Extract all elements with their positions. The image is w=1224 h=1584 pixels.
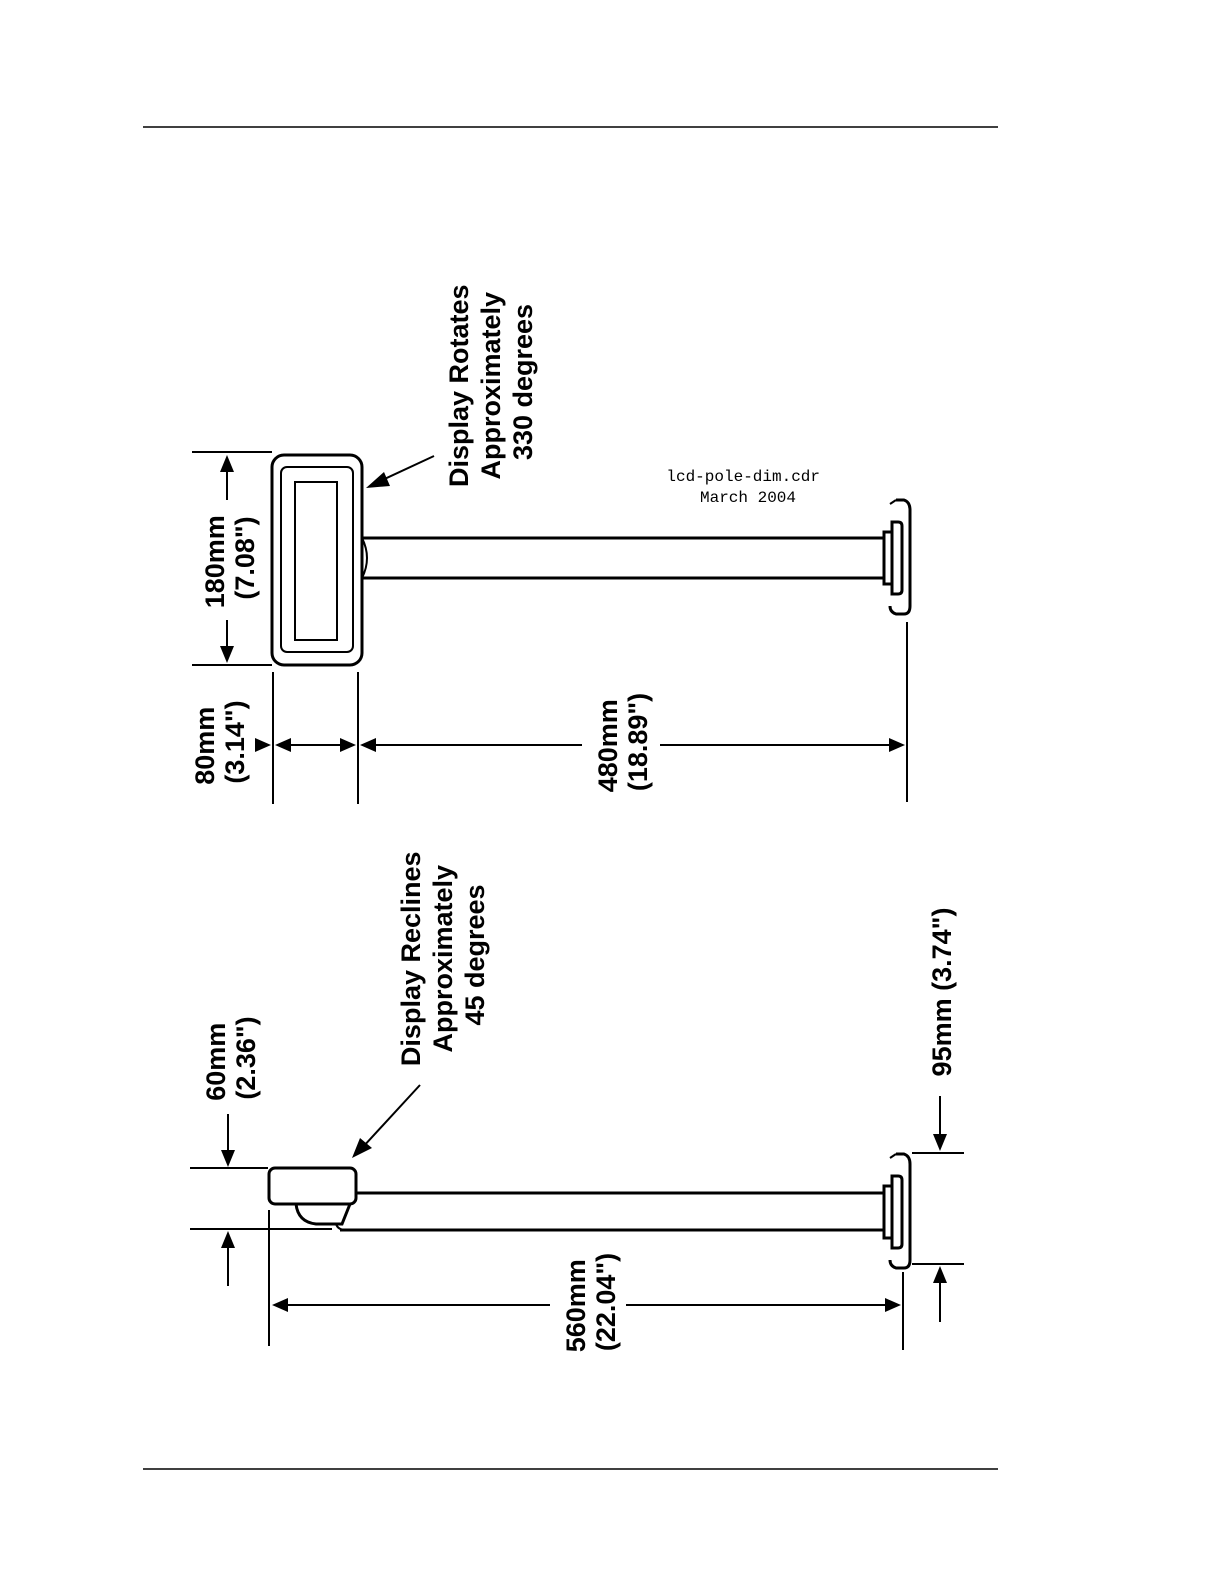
rotate-note-line-1: Display Rotates <box>444 284 474 487</box>
dim-560-mm: 560mm <box>561 1259 591 1352</box>
dim-80-mm: 80mm <box>190 707 220 785</box>
dim-480-arrow-left <box>360 738 376 752</box>
dim-60-arrow-bottom <box>221 1231 235 1248</box>
dim-480-label: 480mm (18.89") <box>593 692 653 793</box>
dim-480-arrow-right <box>889 738 905 752</box>
dim-80-arrow-outer <box>255 738 271 752</box>
dim-480-in: (18.89") <box>623 693 653 791</box>
front-base-foot-line <box>890 500 896 504</box>
rotate-leader-arrow <box>366 472 390 488</box>
recline-note-line-2: Approximately <box>428 865 458 1053</box>
side-base-foot-line <box>890 1154 896 1158</box>
dim-95-arrow-bottom <box>933 1266 947 1283</box>
dim-560-arrow-right <box>885 1298 901 1312</box>
dim-95-arrow-top <box>933 1134 947 1151</box>
dim-60-label: 60mm (2.36") <box>201 1015 261 1101</box>
dim-60-in: (2.36") <box>231 1016 261 1099</box>
side-display-housing <box>269 1168 356 1204</box>
dim-60-arrow-top <box>221 1150 235 1167</box>
recline-leader <box>362 1085 420 1148</box>
front-display-housing <box>272 455 362 665</box>
front-view: 180mm (7.08") 80mm (3.14") 480mm (18.89"… <box>190 277 910 804</box>
dim-180-mm: 180mm <box>200 515 230 608</box>
file-note: lcd-pole-dim.cdr March 2004 <box>666 468 829 507</box>
dim-560-in: (22.04") <box>591 1253 621 1351</box>
front-display-bezel <box>281 467 353 652</box>
dim-80-in: (3.14") <box>220 700 250 783</box>
dim-180-label: 180mm (7.08") <box>200 508 260 609</box>
dim-60-mm: 60mm <box>201 1023 231 1101</box>
front-display-screen <box>295 482 337 640</box>
dim-80-arrow-left <box>275 738 291 752</box>
dim-180-in: (7.08") <box>230 516 260 599</box>
side-base-hub <box>892 1176 902 1248</box>
rotate-note-line-2: Approximately <box>476 292 506 480</box>
side-view: 60mm (2.36") Display Reclines Approximat… <box>190 844 964 1352</box>
dim-80-label: 80mm (3.14") <box>190 699 250 785</box>
dim-95-label: 95mm (3.74") <box>927 908 957 1077</box>
side-display-mount <box>296 1204 350 1224</box>
rotate-note: Display Rotates Approximately 330 degree… <box>444 277 538 487</box>
recline-note: Display Reclines Approximately 45 degree… <box>396 844 490 1066</box>
dim-80-arrow-right <box>340 738 356 752</box>
front-base-hub <box>892 522 902 594</box>
recline-note-line-3: 45 degrees <box>460 884 490 1025</box>
dim-560-arrow-left <box>272 1298 288 1312</box>
recline-note-line-1: Display Reclines <box>396 851 426 1066</box>
dim-180-arrow-bottom <box>220 646 234 663</box>
rotate-note-line-3: 330 degrees <box>508 304 538 460</box>
file-note-filename: lcd-pole-dim.cdr <box>666 468 820 486</box>
dim-180-arrow-top <box>220 455 234 472</box>
dim-480-mm: 480mm <box>593 699 623 792</box>
file-note-date: March 2004 <box>700 489 796 507</box>
dim-560-label: 560mm (22.04") <box>561 1252 621 1353</box>
